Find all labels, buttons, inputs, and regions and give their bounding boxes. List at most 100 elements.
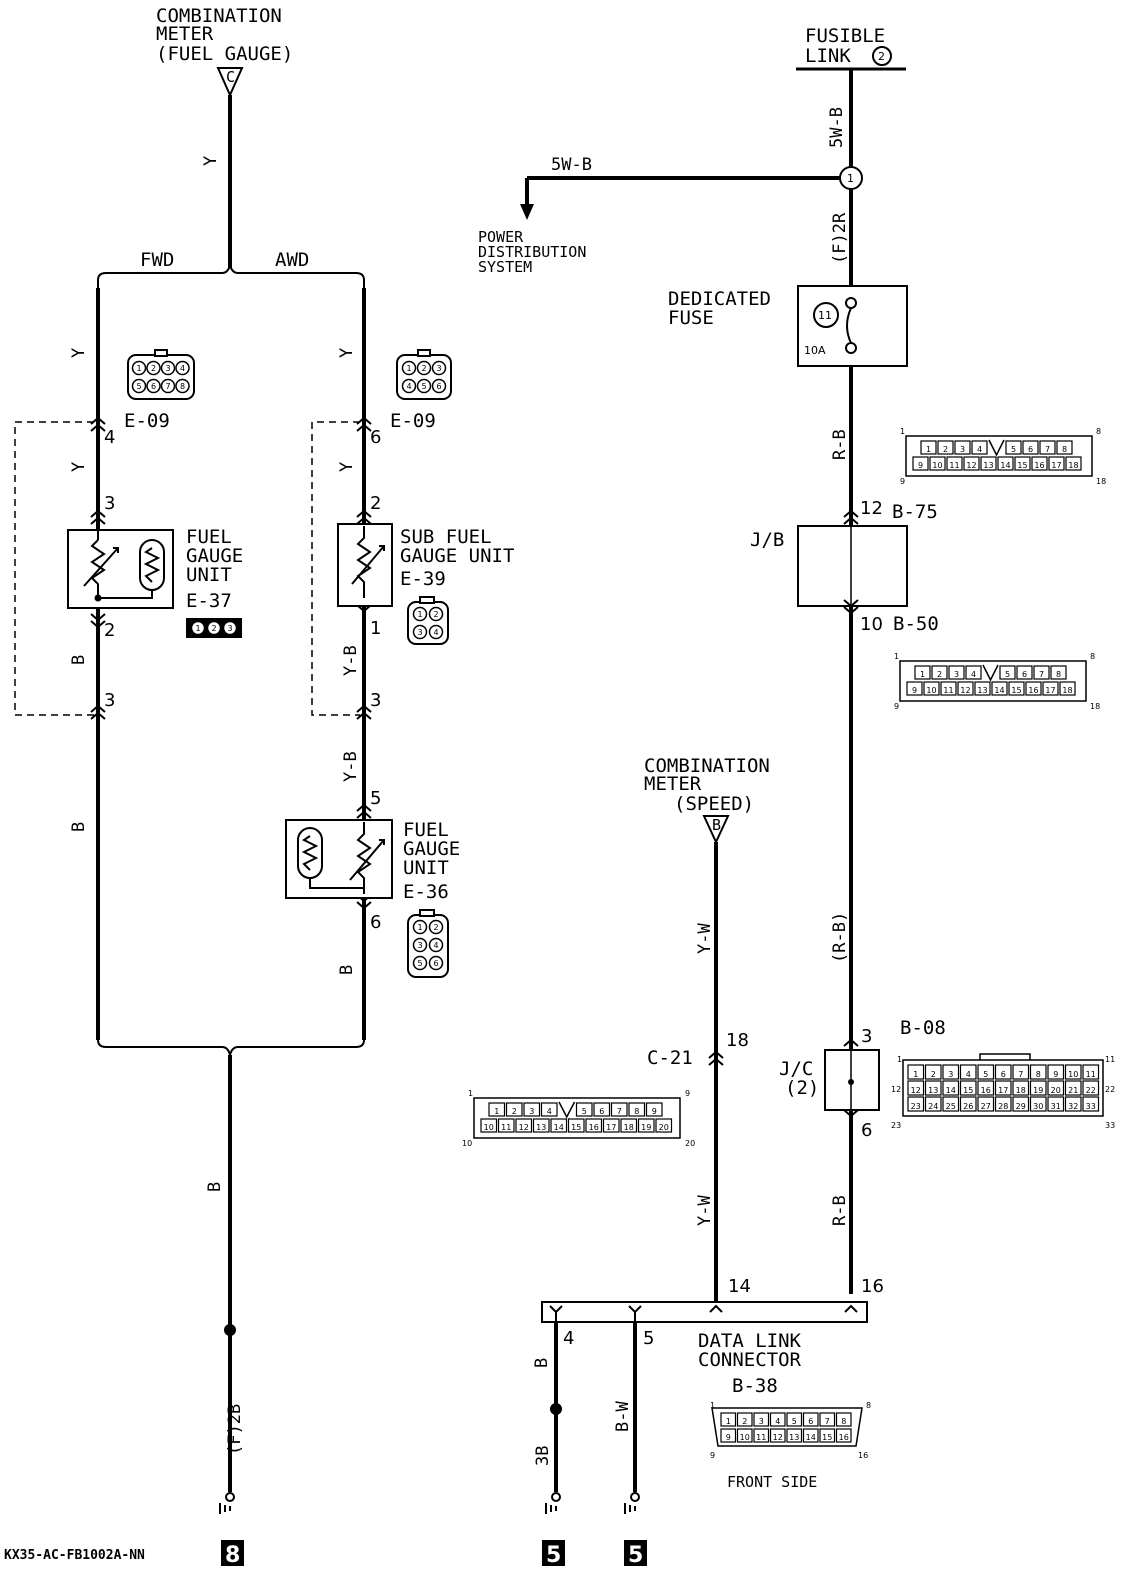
b50-cell	[948, 665, 965, 680]
e37-pin-label: 1	[195, 624, 200, 633]
b08-cell	[1047, 1096, 1065, 1112]
b08-cell	[977, 1064, 995, 1080]
b50-cell	[931, 665, 948, 680]
e09-fwd-pin-label: 5	[136, 382, 141, 391]
b50-cell-label: 15	[1011, 686, 1021, 695]
b08-cell-label: 17	[998, 1086, 1008, 1095]
c21-cell-label: 10	[484, 1123, 494, 1132]
fwd-label: FWD	[140, 249, 174, 271]
connector-mark-awd-2	[356, 509, 372, 525]
connector-mark-awd-5	[356, 803, 372, 819]
combo-speed-terminal-letter: B	[712, 816, 721, 834]
e09-fwd-pin-circle	[146, 360, 161, 376]
b75-cell	[1048, 456, 1065, 471]
b08-cell-label: 9	[1053, 1070, 1058, 1079]
pin-dlc-14: 14	[728, 1276, 751, 1297]
c21-cell-label: 4	[547, 1107, 552, 1116]
b50-cell	[1050, 665, 1067, 680]
b50-cell-label: 4	[971, 670, 976, 679]
b75-cell-label: 15	[1017, 461, 1027, 470]
b08-cell-label: 6	[1001, 1070, 1006, 1079]
wire-label-y-fwd-2: Y	[69, 462, 89, 472]
b38-cell	[819, 1412, 836, 1427]
b08-cell	[907, 1080, 925, 1096]
b38-cell	[835, 1412, 852, 1427]
wire-label-bw-dlc: B-W	[613, 1401, 633, 1432]
ground-ref-5b-box	[624, 1540, 647, 1566]
c21-outline	[473, 1097, 681, 1139]
e09-fwd-pin-circle	[131, 378, 147, 394]
c21-cell	[540, 1102, 558, 1117]
b75-cell-label: 3	[960, 445, 965, 454]
c21-corner-label: 9	[685, 1089, 690, 1098]
b75-cell-label: 18	[1068, 461, 1078, 470]
dlc-pin-mark-16	[844, 1304, 858, 1313]
pin-fwd-3b: 3	[104, 690, 115, 711]
b08-cell	[994, 1080, 1012, 1096]
b38-cell-label: 2	[742, 1417, 747, 1426]
e36-pin-label: 5	[417, 959, 422, 968]
e09-awd-pin-circle	[416, 378, 432, 394]
b38-cell-label: 8	[841, 1417, 846, 1426]
b08-cell-label: 5	[983, 1070, 988, 1079]
c21-cell-label: 18	[624, 1123, 634, 1132]
combo-fuel-label-3: (FUEL GAUGE)	[156, 43, 293, 65]
combo-speed-terminal-triangle	[702, 815, 730, 845]
jc-junction-dot	[848, 1079, 854, 1085]
dlc-pin-mark-5	[628, 1305, 642, 1322]
b38-corner-label: 8	[866, 1401, 871, 1410]
b75-corner-label: 1	[900, 427, 905, 436]
fuel-gauge-unit-fwd-label-3: UNIT	[186, 564, 232, 586]
combo-fuel-terminal-triangle	[216, 67, 244, 98]
b08-cell	[1029, 1064, 1047, 1080]
pin-awd-3: 3	[370, 690, 381, 711]
e36-pin-label: 6	[433, 959, 438, 968]
b50-cell-label: 2	[937, 670, 942, 679]
b50-cell-label: 10	[926, 686, 936, 695]
b08-cell-label: 16	[981, 1086, 991, 1095]
power-dist-label-3: SYSTEM	[478, 258, 532, 276]
wire-label-y-awd-2: Y	[337, 462, 357, 472]
c21-cell-label: 16	[589, 1123, 599, 1132]
b38-cell	[786, 1428, 803, 1443]
wire-label-y-fwd-1: Y	[69, 348, 89, 358]
b38-outline	[711, 1407, 863, 1447]
b08-cell-label: 15	[963, 1086, 973, 1095]
b08-corner-label: 22	[1105, 1085, 1115, 1094]
c21-cell	[602, 1118, 620, 1133]
b38-cell	[802, 1428, 819, 1443]
c21-cell-label: 7	[617, 1107, 622, 1116]
b75-outline	[905, 435, 1093, 477]
e39-pin-label: 3	[417, 628, 422, 637]
jc-label-1: J/C	[779, 1058, 813, 1080]
b38-cell	[769, 1428, 786, 1443]
e09-awd-pin-label: 4	[406, 382, 411, 391]
connector-mark-awd-3	[356, 704, 372, 720]
e39-pin-circle	[412, 624, 428, 640]
e09-awd-pin-label: 1	[406, 364, 411, 373]
wire-label-5wb-horizontal: 5W-B	[551, 155, 592, 175]
b08-cell	[942, 1064, 960, 1080]
b38-cell-label: 3	[759, 1417, 764, 1426]
variant-brace-top	[97, 264, 365, 288]
b50-cell	[1042, 681, 1059, 696]
wire-label-b-fwd-2: B	[69, 822, 89, 832]
b75-cell-label: 2	[943, 445, 948, 454]
dlc-label-1: DATA LINK	[698, 1330, 802, 1352]
ground-ref-5b: 5	[628, 1543, 643, 1568]
front-side-label: FRONT SIDE	[727, 1473, 817, 1491]
b38-cell	[736, 1428, 753, 1443]
c21-cell	[497, 1118, 515, 1133]
wire-label-y-top: Y	[201, 156, 221, 166]
e09-fwd-pin-circle	[131, 360, 147, 376]
b08-corner-label: 23	[891, 1121, 901, 1130]
fusible-link-number: 2	[878, 50, 885, 63]
b08-outline	[902, 1059, 1104, 1117]
b08-cell-label: 14	[946, 1086, 956, 1095]
b08-cell	[1047, 1080, 1065, 1096]
